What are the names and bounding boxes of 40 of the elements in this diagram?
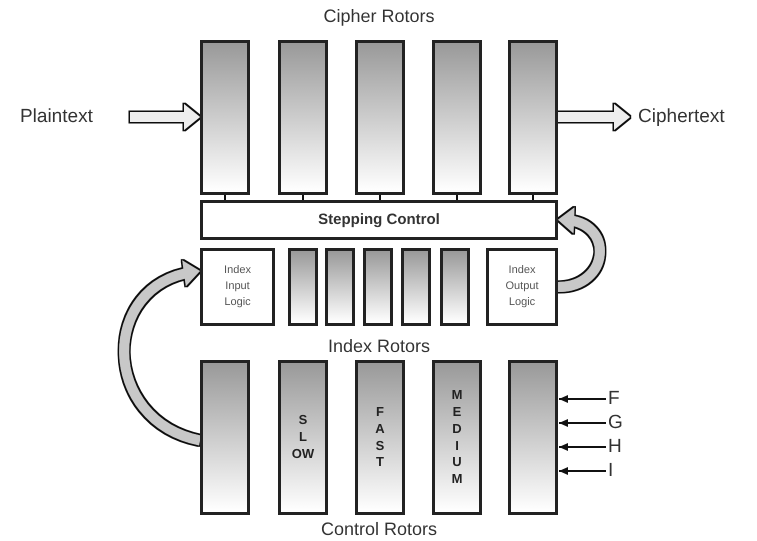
- rotor-box: [355, 40, 405, 195]
- rotor-box: F A S T: [355, 360, 405, 515]
- group-label: Index Rotors: [326, 336, 432, 357]
- rotor-box: [325, 248, 355, 326]
- rotor-box: [200, 360, 250, 515]
- rotor-box: S L OW: [278, 360, 328, 515]
- arrow: [559, 443, 606, 451]
- curved-block-arrow: [119, 262, 202, 446]
- connector-line: [456, 195, 458, 200]
- rotor-box: [288, 248, 318, 326]
- rotor-box: [401, 248, 431, 326]
- group-label: Cipher Rotors: [322, 6, 436, 27]
- block-arrow: [558, 104, 630, 130]
- input-label: Plaintext: [20, 100, 130, 134]
- curved-block-arrow: [557, 208, 605, 292]
- rotor-box: M E D I U M: [432, 360, 482, 515]
- block-arrow: [130, 104, 200, 130]
- rotor-box: [508, 360, 558, 515]
- rotor-box: [278, 40, 328, 195]
- input-label: G: [608, 412, 628, 434]
- logic-box: Index Output Logic: [486, 248, 558, 326]
- group-label: Control Rotors: [320, 519, 438, 540]
- connector-line: [302, 195, 304, 200]
- connector-line: [379, 195, 381, 200]
- input-label: I: [608, 460, 628, 482]
- input-label: F: [608, 388, 628, 410]
- rotor-box: [200, 40, 250, 195]
- control-box: Stepping Control: [200, 200, 558, 240]
- rotor-box: [363, 248, 393, 326]
- connector-line: [224, 195, 226, 200]
- rotor-box: [508, 40, 558, 195]
- output-label: Ciphertext: [630, 100, 748, 134]
- input-label: H: [608, 436, 628, 458]
- rotor-box: [440, 248, 470, 326]
- logic-box: Index Input Logic: [200, 248, 275, 326]
- arrow: [559, 395, 606, 403]
- connector-line: [532, 195, 534, 200]
- rotor-box: [432, 40, 482, 195]
- arrow: [559, 419, 606, 427]
- arrow: [559, 467, 606, 475]
